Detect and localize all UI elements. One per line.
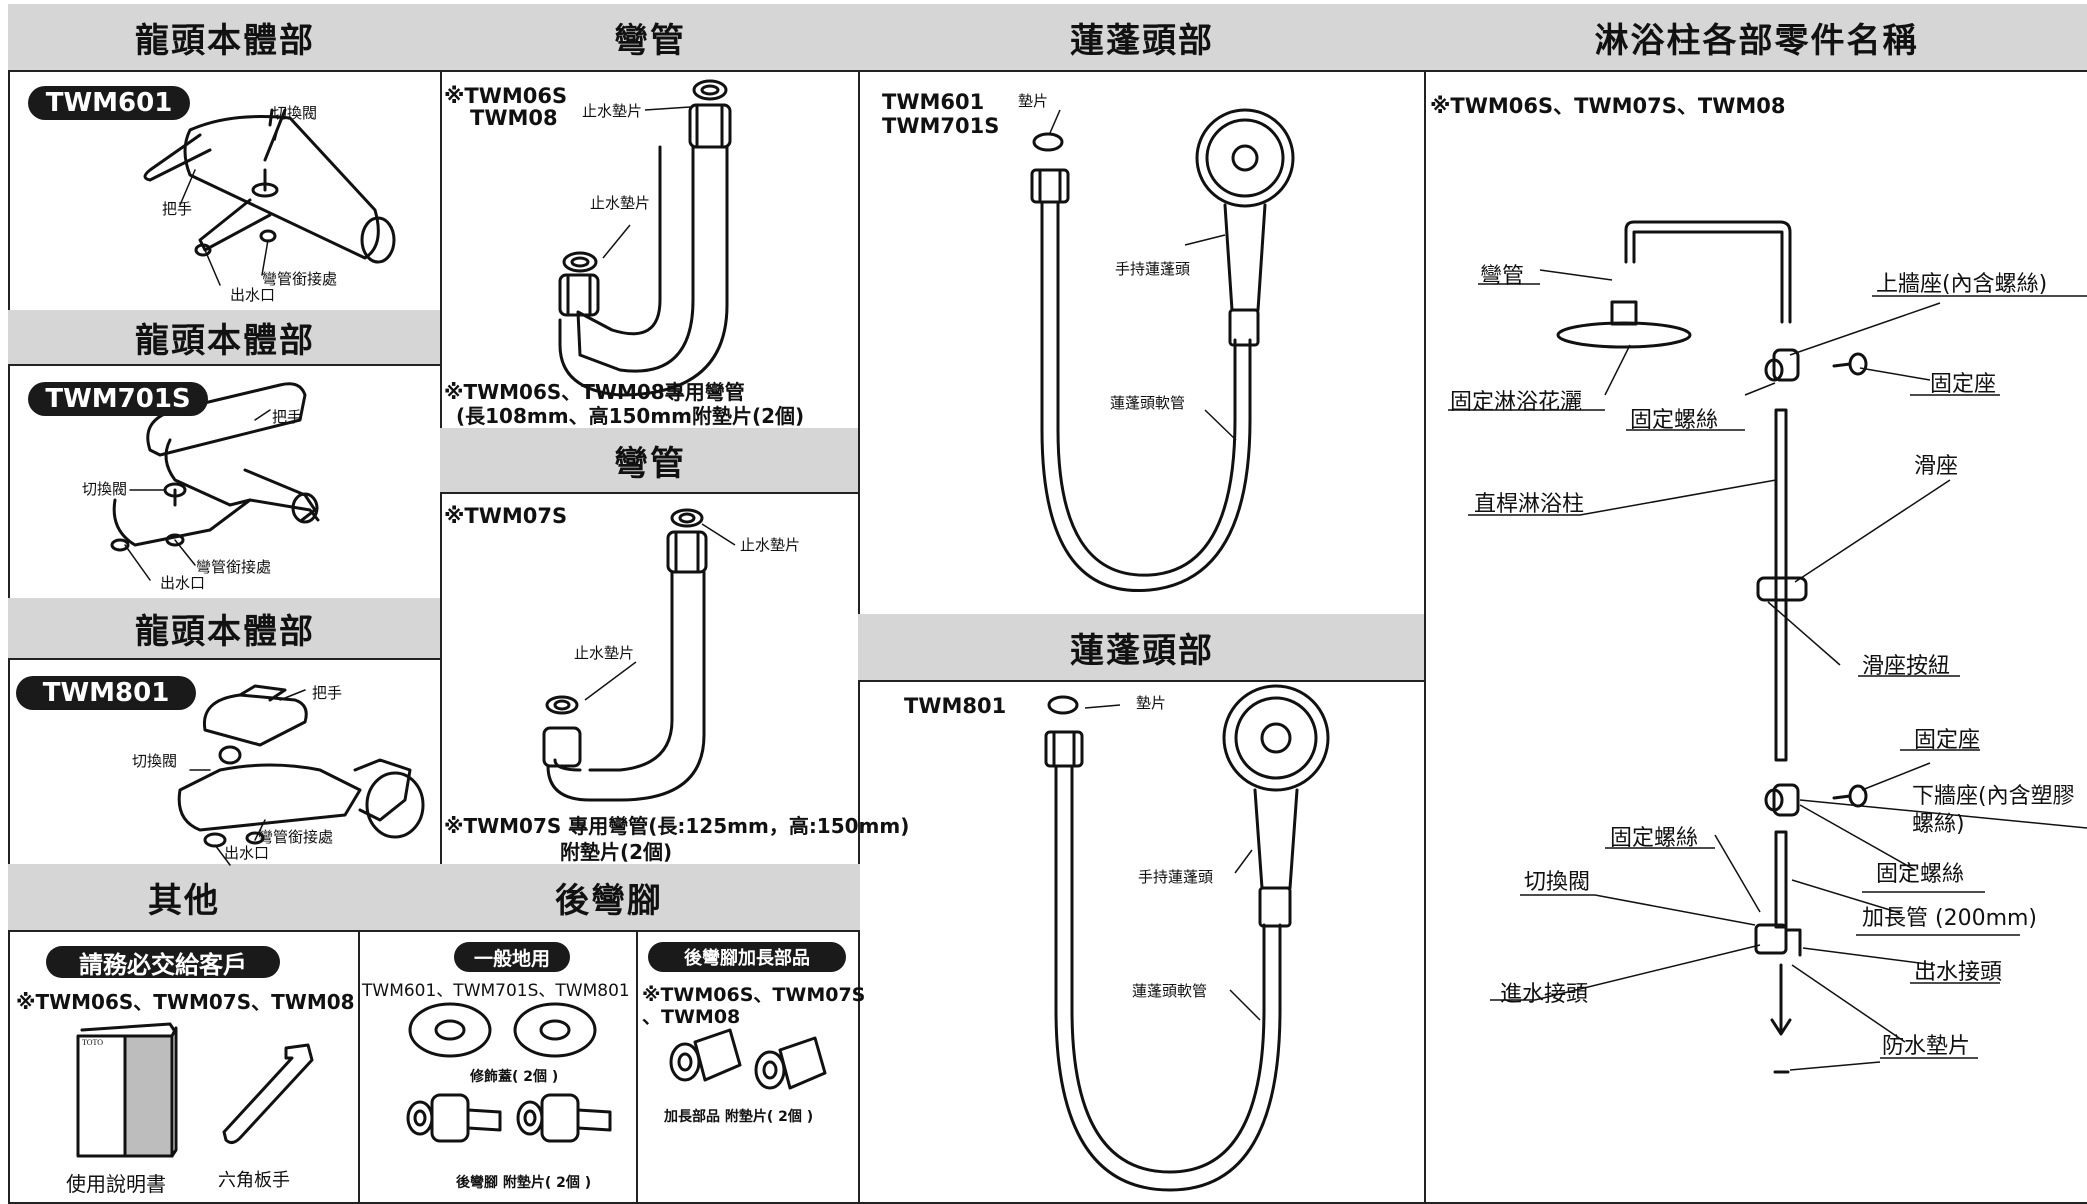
bend-washer-label-2: 止水墊片 [590, 194, 651, 212]
bend-model-1a: ※TWM06S [444, 84, 568, 108]
label-outlet-701: 出水口 [160, 574, 206, 592]
bend-model-2: ※TWM07S [444, 504, 568, 528]
bend-washer-label-4: 止水墊片 [574, 644, 635, 662]
deliver-to-customer-badge: 請務必交給客戶 [46, 946, 280, 979]
bend-panel-2 [440, 428, 860, 866]
wrench-label: 六角板手 [218, 1170, 290, 1191]
bend-washer-label-1: 止水墊片 [582, 102, 643, 120]
col-label-in-joint: 進水接頭 [1500, 982, 1589, 1007]
column-header: 淋浴柱各部零件名稱 [1424, 4, 2087, 72]
other-header: 其他 [8, 864, 360, 932]
manual-drawing [76, 1022, 178, 1158]
wrench-drawing [222, 1043, 314, 1145]
col-label-bottom-wall-a: 下牆座(內含塑膠 [1912, 784, 2075, 809]
col-label-ext-pipe: 加長管 (200mm) [1862, 906, 2038, 931]
general-models: TWM601、TWM701S、TWM801 [362, 981, 630, 1001]
rear-divider [636, 932, 638, 1202]
label-handle-601: 把手 [162, 200, 193, 218]
col-label-out-joint: 出水接頭 [1914, 960, 2003, 985]
col-label-fix-head: 固定淋浴花灑 [1450, 390, 1583, 415]
label-switch-601: 切換閥 [272, 104, 318, 122]
extension-badge: 後彎腳加長部品 [648, 942, 846, 972]
col-label-slide-button: 滑座按紐 [1862, 654, 1951, 679]
col-label-fix-seat: 固定座 [1930, 372, 1997, 397]
label-switch-701: 切換閥 [82, 480, 128, 498]
col-label-bottom-wall-b: 螺絲) [1912, 812, 1965, 837]
model-badge-801: TWM801 [16, 676, 196, 710]
bend-note-2a: ※TWM07S 專用彎管(長:125mm，高:150mm) [444, 814, 910, 838]
shower-hand-label-1: 手持蓮蓬頭 [1115, 260, 1191, 278]
col-label-rod: 直桿淋浴柱 [1474, 492, 1585, 517]
label-handle-801: 把手 [312, 684, 343, 702]
bend-model-1b: TWM08 [470, 106, 558, 130]
cover-plates [408, 1002, 597, 1058]
shower-hand-label-2: 手持蓮蓬頭 [1138, 868, 1214, 886]
bend-header-2: 彎管 [440, 428, 860, 494]
label-joint-801: 彎管銜接處 [258, 828, 334, 846]
shower-drawing-1 [1030, 108, 1295, 593]
bend-pipe-2 [542, 508, 708, 802]
bend-pipe-1 [558, 79, 732, 397]
shower-model-1a: TWM601 [882, 90, 985, 114]
shower-header-2: 蓮蓬頭部 [858, 614, 1426, 682]
extension-models-b: 、TWM08 [642, 1006, 741, 1028]
label-joint-601: 彎管銜接處 [262, 270, 338, 288]
shower-model-1b: TWM701S [882, 114, 1000, 138]
label-outlet-801: 出水口 [224, 844, 270, 862]
col-label-top-wall: 上牆座(內含螺絲) [1876, 272, 2048, 297]
bend-header-1: 彎管 [440, 4, 860, 72]
manual-label: 使用說明書 [66, 1172, 166, 1196]
model-badge-701: TWM701S [28, 382, 208, 416]
faucet-801-drawing [177, 684, 425, 848]
shower-panel-1 [858, 4, 1426, 616]
bend-note-2b: 附墊片(2個) [560, 840, 673, 864]
faucet-header-2: 龍頭本體部 [8, 310, 442, 366]
legs-label: 後彎腳 附墊片( 2個 ) [456, 1175, 592, 1191]
faucet-header-3: 龍頭本體部 [8, 598, 442, 660]
column-models: ※TWM06S、TWM07S、TWM08 [1430, 94, 1786, 118]
col-label-fix-screw3: 固定螺絲 [1876, 862, 1965, 887]
col-label-fix-screw2: 固定螺絲 [1610, 826, 1699, 851]
manual-brand: TOTO [82, 1038, 104, 1047]
other-models: ※TWM06S、TWM07S、TWM08 [16, 990, 355, 1014]
general-use-badge: 一般地用 [454, 942, 570, 972]
shower-header-1: 蓮蓬頭部 [858, 4, 1426, 72]
shower-panel-2 [858, 614, 1426, 1204]
shower-pad-label-1: 墊片 [1018, 92, 1049, 110]
extension-parts [669, 1028, 827, 1090]
bend-panel-1 [440, 4, 860, 430]
label-joint-701: 彎管銜接處 [196, 558, 272, 576]
bend-washer-label-3: 止水墊片 [740, 536, 801, 554]
shower-drawing-2 [1044, 684, 1330, 1192]
bend-note-1b: (長108mm、高150mm附墊片(2個) [456, 404, 805, 428]
col-label-gasket: 防水墊片 [1882, 1034, 1971, 1059]
col-label-bend: 彎管 [1480, 264, 1525, 289]
label-handle-701: 把手 [272, 408, 303, 426]
rear-header: 後彎腳 [358, 864, 860, 932]
col-label-fix-seat2: 固定座 [1914, 728, 1981, 753]
cover-label: 修飾蓋( 2個 ) [470, 1069, 559, 1085]
faucet-701-drawing [110, 382, 320, 552]
shower-hose-label-1: 蓮蓬頭軟管 [1110, 394, 1186, 412]
extension-note: 加長部品 附墊片( 2個 ) [664, 1109, 814, 1125]
extension-models-a: ※TWM06S、TWM07S [642, 984, 866, 1006]
faucet-header-1: 龍頭本體部 [8, 4, 442, 72]
shower-pad-label-2: 墊片 [1136, 694, 1167, 712]
col-label-switch: 切換閥 [1524, 870, 1591, 895]
label-switch-801: 切換閥 [132, 752, 178, 770]
shower-model-2: TWM801 [904, 694, 1007, 718]
column-panel [1424, 4, 2087, 1204]
model-badge-601: TWM601 [28, 86, 190, 120]
col-label-slide-seat: 滑座 [1914, 454, 1959, 479]
label-outlet-601: 出水口 [230, 286, 276, 304]
col-label-fix-screw: 固定螺絲 [1630, 408, 1719, 433]
rear-legs [406, 1093, 612, 1143]
faucet-601-drawing [143, 108, 396, 264]
bend-note-1a: ※TWM06S、TWM08專用彎管 [444, 380, 745, 404]
shower-column-drawing [1556, 220, 1868, 1074]
shower-hose-label-2: 蓮蓬頭軟管 [1132, 982, 1208, 1000]
